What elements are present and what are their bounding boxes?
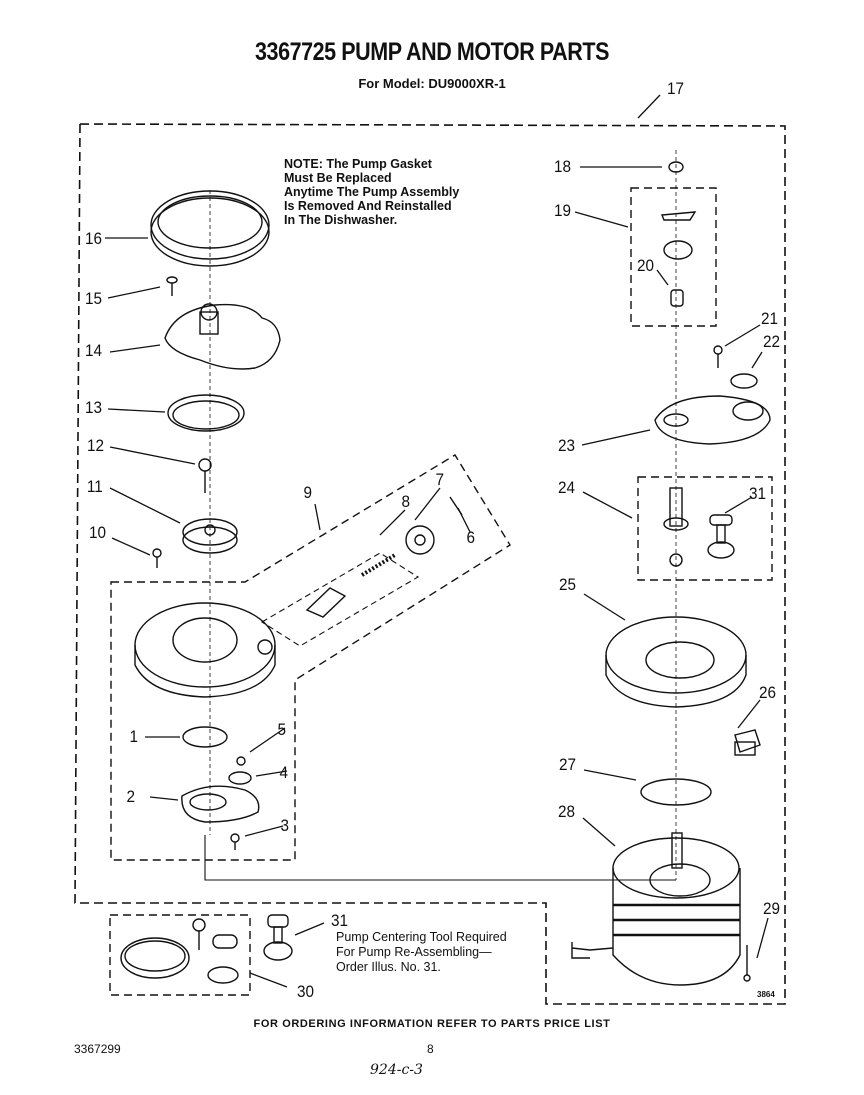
impeller-screw: [198, 458, 212, 493]
note-line: In The Dishwasher.: [284, 213, 398, 227]
callout-24: 24: [557, 478, 575, 497]
o-ring-22: [730, 373, 758, 389]
screw-29: [743, 945, 751, 982]
callout-18: 18: [553, 157, 571, 176]
impeller: [182, 518, 238, 554]
o-ring-4: [228, 771, 252, 785]
page-title: 3367725 PUMP AND MOTOR PARTS: [255, 38, 609, 66]
valve-box: [260, 552, 420, 647]
motor: [571, 832, 741, 986]
o-ring-13: [167, 394, 245, 432]
screw-15: [166, 276, 178, 296]
callout-leaders: [105, 94, 769, 988]
pump-motor-assembly-boundary: [74, 123, 786, 1005]
pump-gasket: [150, 190, 270, 267]
document-number: 3367299: [74, 1042, 121, 1056]
callout-29: 29: [762, 899, 780, 918]
callout-8: 8: [401, 492, 410, 511]
pump-housing: [134, 602, 276, 698]
shield-disk: [640, 778, 712, 806]
callout-5: 5: [277, 720, 286, 739]
callout-13: 13: [84, 398, 102, 417]
note-line: Must Be Replaced: [284, 171, 392, 185]
callout-25: 25: [558, 575, 576, 594]
ordering-info: FOR ORDERING INFORMATION REFER TO PARTS …: [253, 1018, 611, 1030]
callout-23: 23: [557, 436, 575, 455]
callout-9: 9: [303, 483, 312, 502]
tool-line: Pump Centering Tool Required: [336, 930, 507, 944]
mounting-plate: [654, 395, 771, 445]
callout-3: 3: [280, 816, 289, 835]
check-ball: [236, 756, 246, 766]
connector-26: [734, 729, 761, 756]
centering-tool-31b: [263, 914, 293, 961]
seal-parts-19: [661, 211, 697, 307]
drain-valve-assembly: [305, 496, 463, 618]
model-subtitle: For Model: DU9000XR-1: [358, 76, 506, 91]
callout-12: 12: [86, 436, 104, 455]
page-number: 8: [427, 1042, 434, 1056]
callout-26: 26: [758, 683, 776, 702]
callout-22: 22: [762, 332, 780, 351]
pump-gasket-note: NOTE: The Pump Gasket Must Be Replaced A…: [284, 157, 504, 227]
callout-6: 6: [466, 528, 475, 547]
seal-18: [668, 161, 684, 173]
motor-mount: [605, 616, 747, 708]
note-line: Anytime The Pump Assembly: [284, 185, 460, 199]
callout-4: 4: [279, 763, 288, 782]
tool-line: Order Illus. No. 31.: [336, 960, 441, 974]
callout-31-left: 31: [330, 911, 348, 930]
callout-28: 28: [557, 802, 575, 821]
pump-cover: [164, 303, 281, 370]
seal-kit-box: [630, 187, 717, 327]
callout-11: 11: [86, 477, 103, 496]
callout-7: 7: [435, 470, 444, 489]
image-number: 3864: [757, 990, 775, 999]
gasket-kit-box: [109, 914, 251, 996]
shaft-assembly: [663, 487, 689, 567]
note-line: Is Removed And Reinstalled: [284, 199, 452, 213]
pump-housing-box: [110, 454, 511, 861]
callout-1: 1: [129, 727, 138, 746]
callout-27: 27: [558, 755, 576, 774]
callout-10: 10: [88, 523, 106, 542]
handwritten-note: 924-c-3: [370, 1062, 423, 1078]
centering-tool-note: Pump Centering Tool Required For Pump Re…: [336, 930, 556, 975]
shaft-kit-box: [637, 476, 773, 581]
callout-30: 30: [296, 982, 314, 1001]
callout-14: 14: [84, 341, 102, 360]
callout-21: 21: [760, 309, 778, 328]
callout-16: 16: [84, 229, 102, 248]
note-line: NOTE: The Pump Gasket: [284, 157, 432, 171]
pump-base: [181, 785, 260, 823]
centering-tool-31a: [707, 514, 735, 559]
screw-10: [152, 548, 162, 568]
callout-2: 2: [126, 787, 135, 806]
callout-19: 19: [553, 201, 571, 220]
callout-15: 15: [84, 289, 102, 308]
callout-17: 17: [666, 79, 684, 98]
screw-3: [230, 833, 240, 850]
callout-31-right: 31: [748, 484, 766, 503]
gasket-kit-contents: [120, 918, 239, 984]
screw-21: [713, 345, 723, 368]
filter-screen: [182, 726, 228, 748]
tool-line: For Pump Re-Assembling—: [336, 945, 492, 959]
callout-20: 20: [636, 256, 654, 275]
